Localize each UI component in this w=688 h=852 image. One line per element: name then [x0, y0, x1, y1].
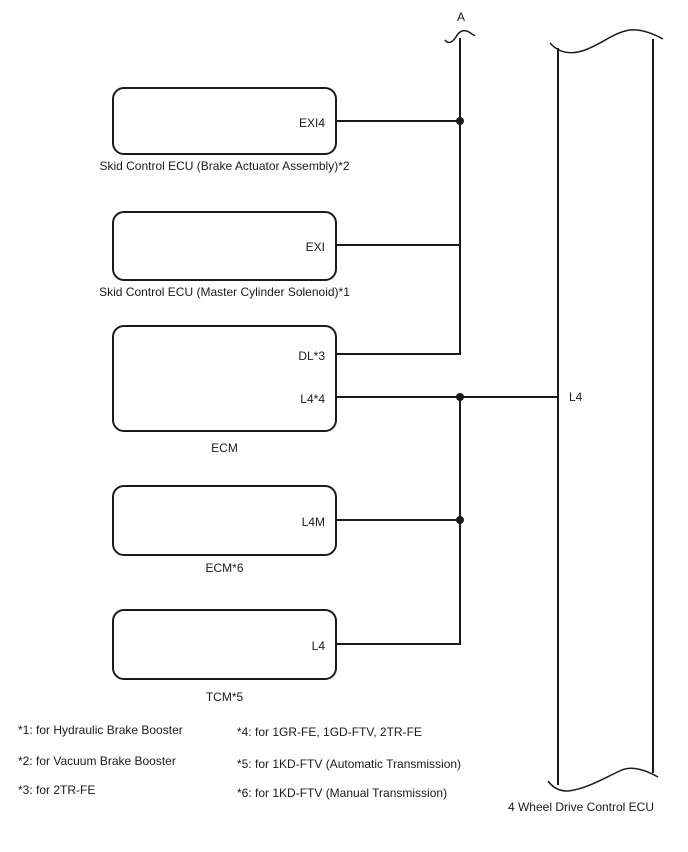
footnote-3: *3: for 2TR-FE: [18, 783, 96, 797]
wire-dl: [337, 353, 461, 355]
pin-label-l4-right-ecu: L4: [569, 390, 583, 404]
pin-label-exi4: EXI4: [298, 116, 325, 130]
box-caption: Skid Control ECU (Brake Actuator Assembl…: [99, 159, 350, 173]
box-ecm-6: L4M: [112, 485, 337, 556]
pin-label-exi: EXI: [305, 240, 325, 254]
footnote-2: *2: for Vacuum Brake Booster: [18, 754, 176, 768]
right-ecu-left-edge: [557, 48, 559, 785]
box-caption: Skid Control ECU (Master Cylinder Soleno…: [99, 285, 350, 299]
wire-l4m: [337, 519, 460, 521]
wire-l4-tcm: [337, 643, 461, 645]
break-curve-top: [549, 29, 664, 54]
connector-a-label: A: [456, 10, 465, 24]
footnote-4: *4: for 1GR-FE, 1GD-FTV, 2TR-FE: [237, 725, 422, 739]
bus-line-upper: [459, 38, 461, 355]
pin-label-l4m: L4M: [301, 515, 325, 529]
pin-label-l4-tcm: L4: [311, 639, 325, 653]
wire-exi4: [337, 120, 460, 122]
box-skid-control-ecu-brake-actuator: EXI4: [112, 87, 337, 155]
box-caption: ECM*6: [205, 561, 244, 575]
box-caption: ECM: [211, 441, 238, 455]
pin-label-dl: DL*3: [298, 349, 325, 363]
footnote-1: *1: for Hydraulic Brake Booster: [18, 723, 183, 737]
box-caption: TCM*5: [205, 690, 244, 704]
box-skid-control-ecu-master-cylinder: EXI: [112, 211, 337, 281]
right-ecu-caption: 4 Wheel Drive Control ECU: [507, 800, 655, 814]
wire-break-symbol: [444, 29, 476, 44]
footnote-5: *5: for 1KD-FTV (Automatic Transmission): [237, 757, 462, 771]
box-ecm: DL*3 L4*4: [112, 325, 337, 432]
footnote-6: *6: for 1KD-FTV (Manual Transmission): [237, 786, 448, 800]
right-ecu-right-edge: [652, 39, 654, 773]
wire-exi: [337, 244, 460, 246]
junction-dot: [456, 393, 464, 401]
junction-dot: [456, 117, 464, 125]
wire-l4-main: [337, 396, 558, 398]
junction-dot: [456, 516, 464, 524]
box-tcm-5: L4: [112, 609, 337, 680]
pin-label-l4-ecm: L4*4: [300, 392, 325, 406]
break-curve-bottom: [547, 767, 659, 792]
